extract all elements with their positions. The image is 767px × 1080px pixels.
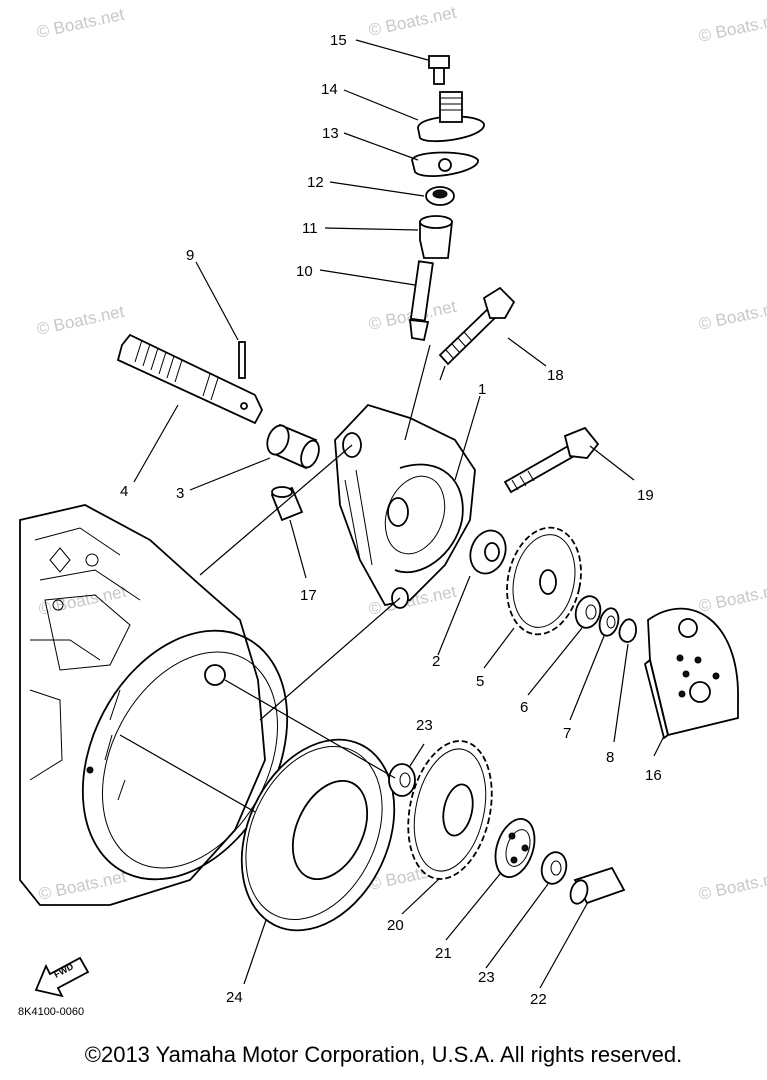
part-13-gasket <box>411 151 479 177</box>
part-16-plate <box>643 607 739 740</box>
callout-23-upper: 23 <box>416 717 433 734</box>
watermark: © Boats.net <box>367 3 458 40</box>
watermark: © Boats.net <box>37 582 128 619</box>
callout-14: 14 <box>321 81 338 98</box>
callout-12: 12 <box>307 174 324 191</box>
callout-7: 7 <box>563 725 571 742</box>
callout-19: 19 <box>637 487 654 504</box>
callout-4: 4 <box>120 483 128 500</box>
callout-23-lower: 23 <box>478 969 495 986</box>
watermark: © Boats.net <box>697 867 767 904</box>
fwd-arrow-icon: FWD <box>34 956 90 998</box>
part-21-bearing <box>494 818 536 878</box>
watermark: © Boats.net <box>697 579 767 616</box>
part-23-washer-lower <box>540 851 568 885</box>
callout-3: 3 <box>176 485 184 502</box>
callout-15: 15 <box>330 32 347 49</box>
callout-24: 24 <box>226 989 243 1006</box>
part-24-seal <box>240 738 396 932</box>
part-12-oil-seal <box>425 186 455 206</box>
callout-16: 16 <box>645 767 662 784</box>
part-2-washer <box>469 529 507 575</box>
watermark: © Boats.net <box>697 297 767 334</box>
callout-10: 10 <box>296 263 313 280</box>
part-5-sprocket <box>506 526 582 636</box>
part-22-pin <box>569 866 626 905</box>
watermark: © Boats.net <box>37 867 128 904</box>
callout-13: 13 <box>322 125 339 142</box>
callout-17: 17 <box>300 587 317 604</box>
part-3-bushing <box>266 423 320 470</box>
watermark: © Boats.net <box>35 302 126 339</box>
watermark: © Boats.net <box>697 9 767 46</box>
callout-6: 6 <box>520 699 528 716</box>
watermark: © Boats.net <box>35 5 126 42</box>
assembly-lines <box>119 344 446 813</box>
part-9-pin <box>238 341 246 379</box>
callout-11: 11 <box>302 220 318 237</box>
part-1-housing <box>334 403 476 609</box>
callout-20: 20 <box>387 917 404 934</box>
leader-lines <box>133 39 665 989</box>
part-23-washer-upper <box>388 763 416 797</box>
callout-8: 8 <box>606 749 614 766</box>
callout-18: 18 <box>547 367 564 384</box>
callout-9: 9 <box>186 247 194 264</box>
part-6-nut <box>574 595 602 629</box>
part-8-circlip <box>618 618 637 643</box>
diagram-code: 8K4100-0060 <box>18 1006 84 1018</box>
part-18-bolt <box>438 286 516 366</box>
part-15-screw <box>428 55 450 85</box>
callout-labels: 15 14 13 12 11 10 9 1 18 19 4 3 17 2 5 6… <box>120 32 662 1008</box>
part-11-bushing <box>419 215 454 259</box>
callout-22: 22 <box>530 991 547 1008</box>
part-7-washer <box>598 607 620 637</box>
callout-1: 1 <box>478 381 486 398</box>
part-4-shaft <box>116 333 264 425</box>
part-17-dowel <box>270 486 304 522</box>
copyright-notice: ©2013 Yamaha Motor Corporation, U.S.A. A… <box>84 1042 683 1067</box>
part-14-fitting <box>417 91 485 143</box>
callout-21: 21 <box>435 945 452 962</box>
part-19-bolt <box>503 426 600 494</box>
callout-5: 5 <box>476 673 484 690</box>
callout-2: 2 <box>432 653 440 670</box>
parts-exploded-diagram: © Boats.net © Boats.net © Boats.net © Bo… <box>18 3 767 1018</box>
part-20-gear <box>407 740 493 880</box>
part-10-shaft <box>408 260 434 342</box>
